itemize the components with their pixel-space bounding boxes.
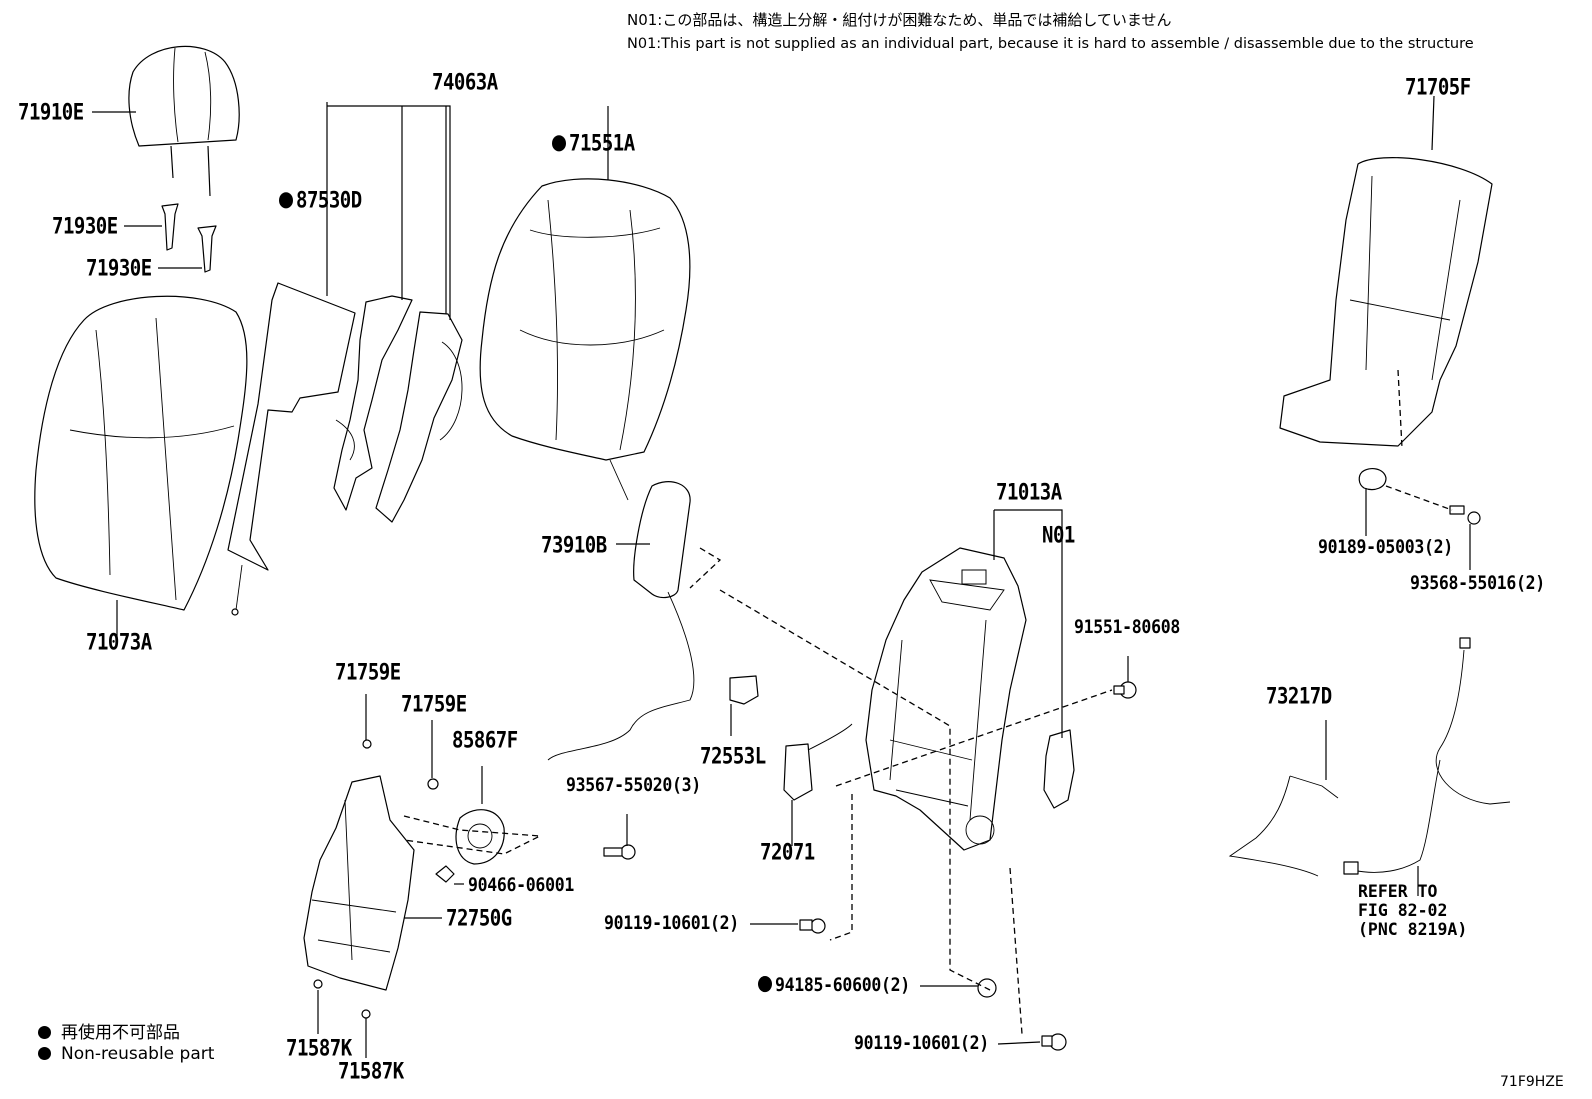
bolt-91551 <box>1113 681 1137 699</box>
legend-japanese: 再使用不可部品 <box>38 1018 180 1043</box>
headrest-71910E <box>128 45 240 197</box>
harness-73217D <box>1228 775 1339 877</box>
n01-note-japanese: N01:この部品は、構造上分解・組付けが困難なため、単品では補給していません <box>627 11 1172 29</box>
recliner-mechanism-N01 <box>1043 729 1075 809</box>
label-90466-06001: 90466-06001 <box>468 873 574 896</box>
label-71705F: 71705F <box>1405 74 1471 100</box>
refer-note: REFER TO FIG 82-02 (PNC 8219A) <box>1358 882 1467 939</box>
seatback-frame-71013A <box>865 547 1027 851</box>
seatback-cover-71073A <box>34 295 248 611</box>
seat-heater-87530D <box>227 282 356 616</box>
legend-english: Non-reusable part <box>38 1044 214 1064</box>
refer-line-3: (PNC 8219A) <box>1358 920 1468 939</box>
clip-90466 <box>435 865 455 883</box>
label-91551-80608: 91551-80608 <box>1074 615 1180 638</box>
label-71013A: 71013A <box>996 479 1062 505</box>
label-85867F: 85867F <box>452 727 518 753</box>
label-93568-55016: 93568-55016(2) <box>1410 571 1545 594</box>
clip-90189 <box>1358 468 1387 491</box>
label-71587K-right: 71587K <box>338 1058 404 1084</box>
seatback-board-71705F <box>1279 157 1493 449</box>
seatback-wire-74063A <box>333 295 463 523</box>
label-94185-60600-text: 94185-60600(2) <box>775 973 910 996</box>
legend-bullet-icon <box>38 1026 51 1039</box>
label-73910B: 73910B <box>541 532 607 558</box>
screw-93567 <box>603 844 636 860</box>
clips-71759E <box>362 739 439 790</box>
headrest-supports-71930E <box>161 203 217 273</box>
label-71910E: 71910E <box>18 99 84 125</box>
legend-bullet-icon <box>38 1047 51 1060</box>
lumbar-motor-85867F <box>455 809 505 865</box>
label-74063A: 74063A <box>432 69 498 95</box>
label-72071: 72071 <box>760 839 815 865</box>
label-87530D: 87530D <box>279 187 362 213</box>
label-71759E-upper: 71759E <box>335 659 401 685</box>
label-90119-10601-a: 90119-10601(2) <box>604 911 739 934</box>
label-71587K-left: 71587K <box>286 1035 352 1061</box>
label-71759E-lower: 71759E <box>401 691 467 717</box>
switch-72071 <box>783 723 853 801</box>
label-90119-10601-b: 90119-10601(2) <box>854 1031 989 1054</box>
lumbar-support-72750G <box>303 775 415 991</box>
bolt-90119-b <box>1041 1033 1067 1051</box>
bolt-90119-a <box>799 918 826 934</box>
n01-note-english: N01:This part is not supplied as an indi… <box>627 36 1474 52</box>
legend-english-text: Non-reusable part <box>61 1044 215 1064</box>
clips-71587K <box>313 979 371 1019</box>
label-71930E-upper: 71930E <box>52 213 118 239</box>
refer-line-2: FIG 82-02 <box>1358 901 1448 920</box>
label-N01: N01 <box>1042 522 1075 548</box>
label-71551A: 71551A <box>552 130 635 156</box>
label-71073A: 71073A <box>86 629 152 655</box>
side-airbag-73910B <box>547 481 695 761</box>
label-90189-05003: 90189-05003(2) <box>1318 535 1453 558</box>
label-94185-60600: 94185-60600(2) <box>758 973 910 996</box>
refer-line-1: REFER TO <box>1358 882 1438 901</box>
label-87530D-text: 87530D <box>296 187 362 213</box>
screw-93568 <box>1449 505 1481 525</box>
clip-72553L <box>729 675 759 705</box>
label-71551A-text: 71551A <box>569 130 635 156</box>
seatback-pad-71551A <box>479 178 691 501</box>
label-71930E-lower: 71930E <box>86 255 152 281</box>
label-72750G: 72750G <box>446 905 512 931</box>
legend-japanese-text: 再使用不可部品 <box>61 1023 180 1043</box>
figure-id: 71F9HZE <box>1500 1074 1564 1090</box>
harness-refer-8219A <box>1343 637 1511 875</box>
label-72553L: 72553L <box>700 743 766 769</box>
label-73217D: 73217D <box>1266 683 1332 709</box>
label-93567-55020: 93567-55020(3) <box>566 773 701 796</box>
